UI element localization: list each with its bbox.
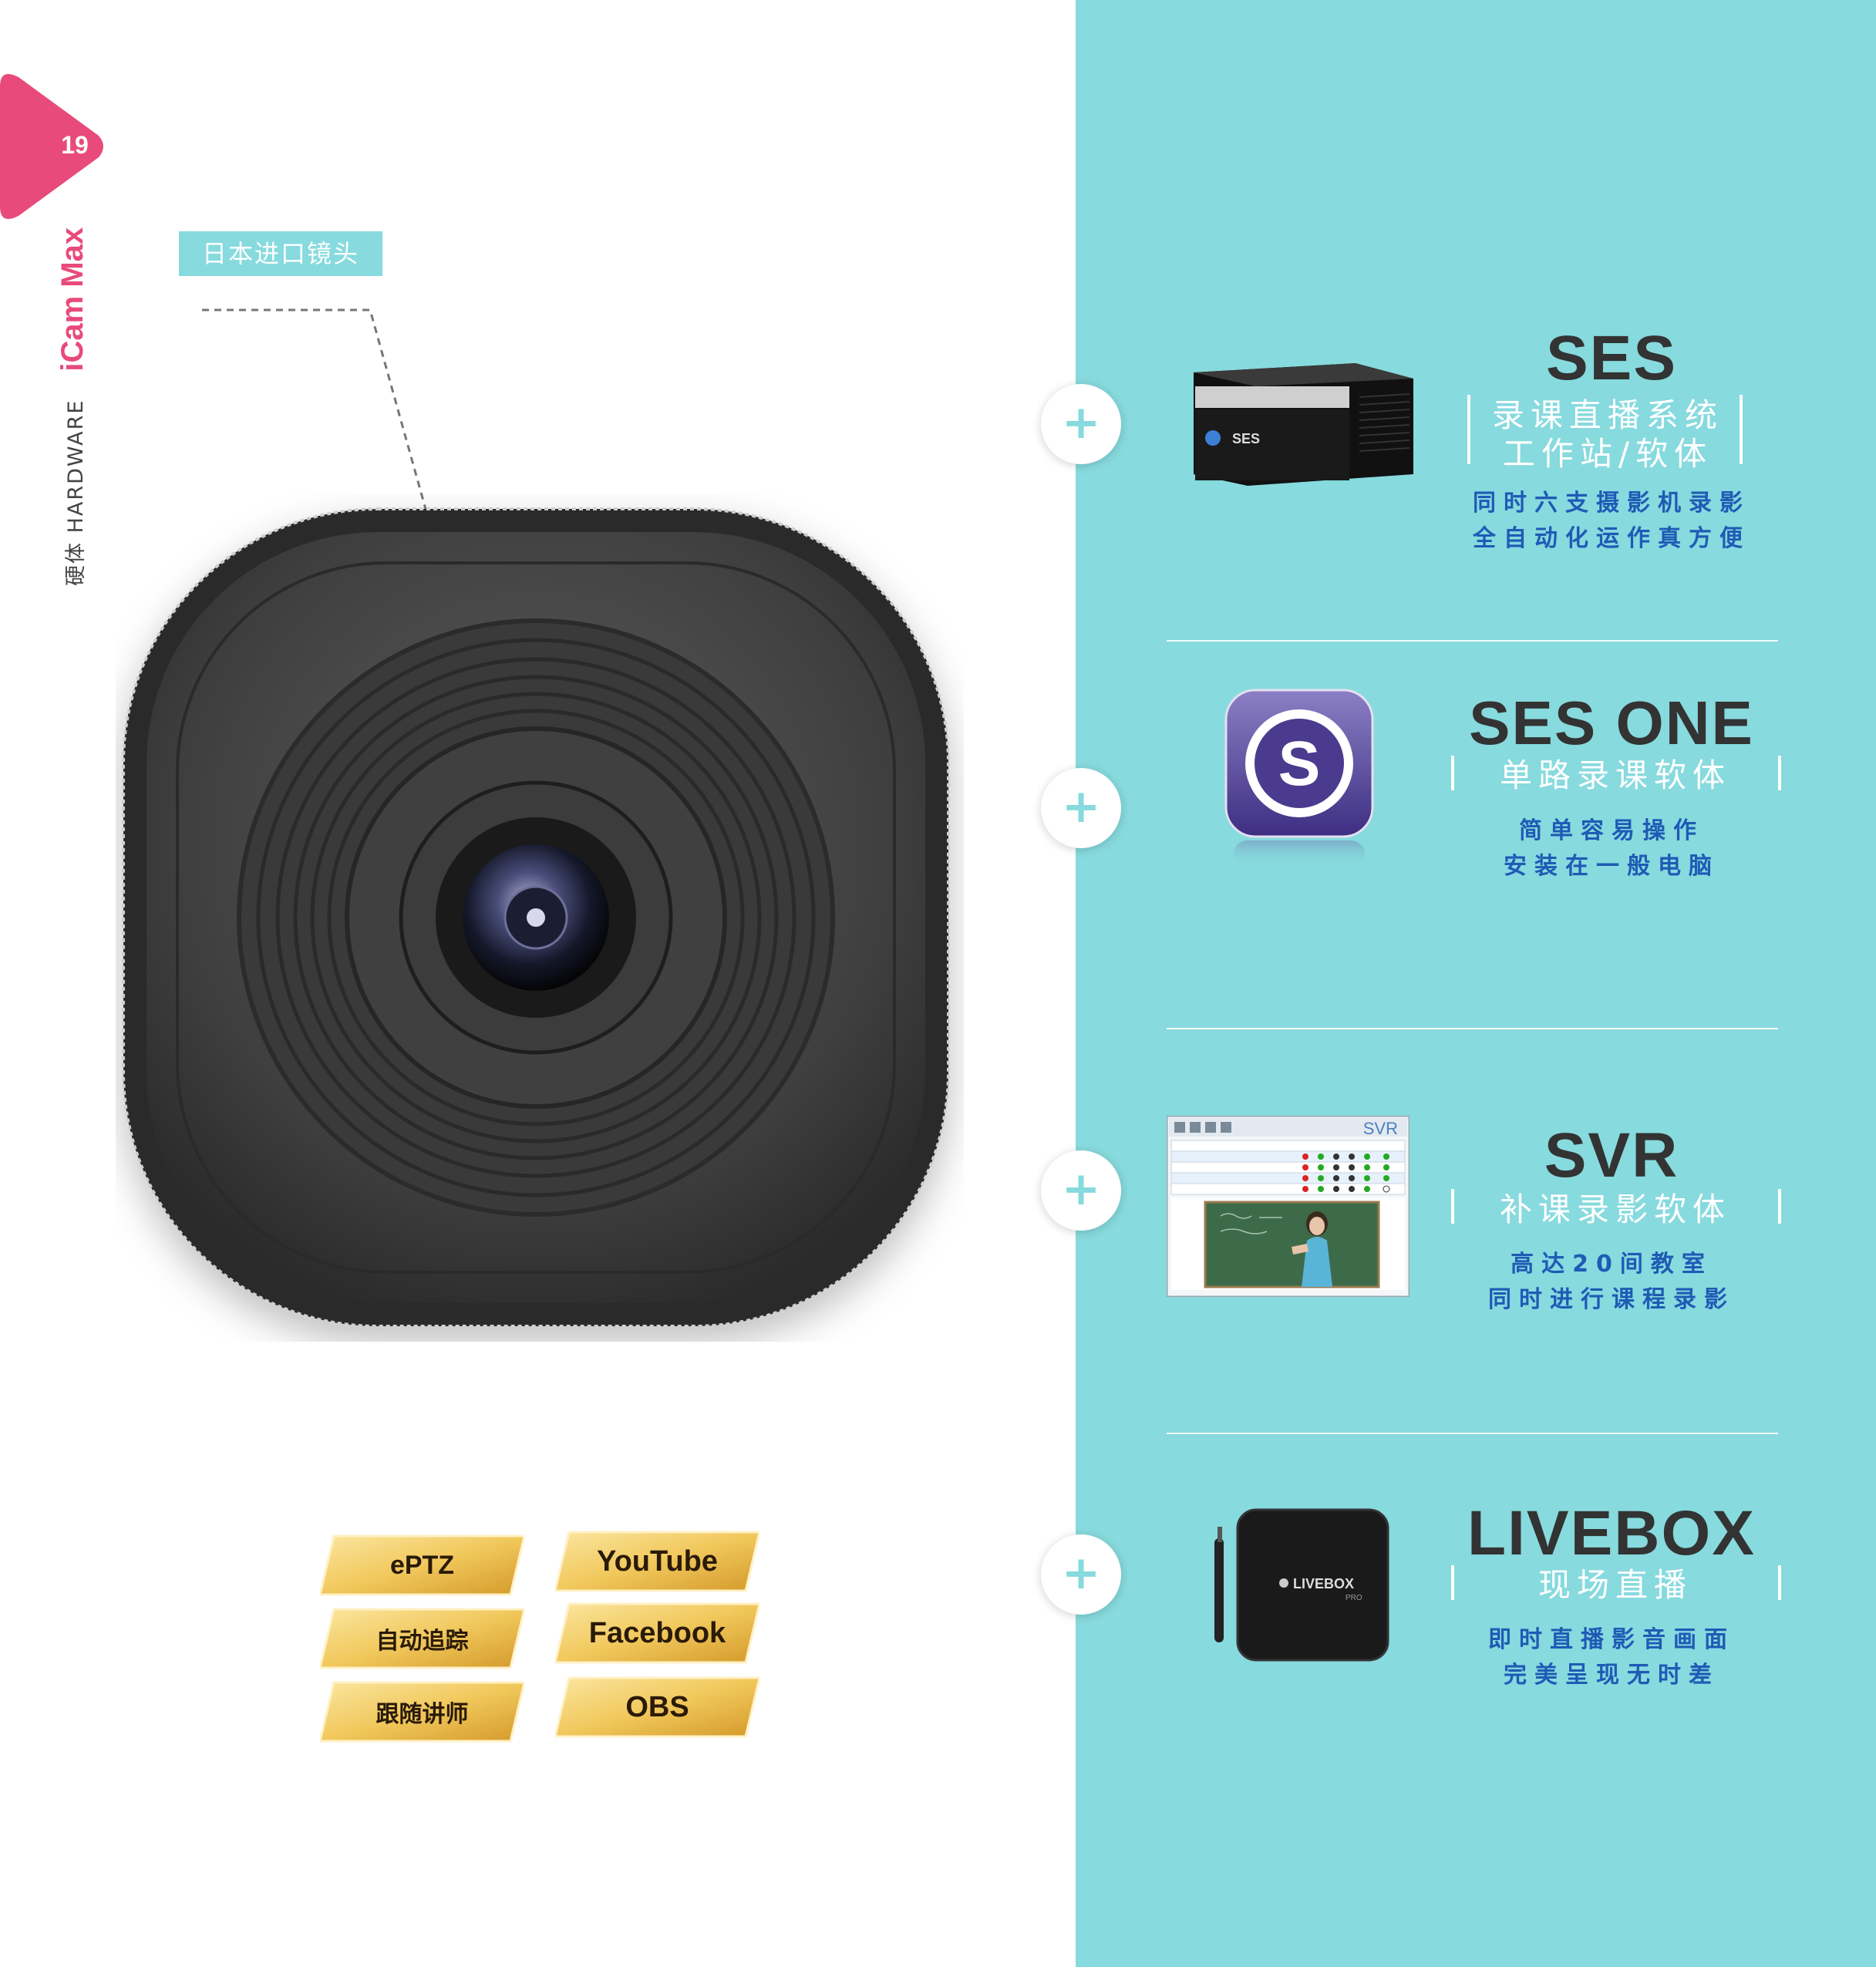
platform-badge: OBS [554, 1676, 761, 1738]
svr-software-screenshot: SVR [1167, 1116, 1410, 1297]
title-bar-left [1467, 395, 1470, 464]
product-desc-line: 同时六支摄影机录影 [1473, 490, 1750, 517]
product-title-ses-one: SES ONE [1469, 689, 1754, 757]
plus-icon: + [1041, 768, 1121, 848]
product-subtitle-line: 现场直播 [1538, 1566, 1692, 1604]
platform-badge: YouTube [554, 1531, 761, 1592]
product-desc-line: 完美呈现无时差 [1504, 1662, 1719, 1689]
plus-icon: + [1041, 1534, 1121, 1615]
feature-badge: 跟随讲师 [318, 1681, 526, 1743]
svr-window-logo: SVR [1363, 1119, 1398, 1138]
lens-callout-label: 日本进口镜头 [179, 231, 382, 276]
title-bar-left [1451, 756, 1454, 790]
product-desc-line: 安装在一般电脑 [1504, 853, 1719, 880]
product-subtitle-line: 单路录课软体 [1499, 756, 1731, 794]
livebox-device-image: LIVEBOX PRO [1214, 1508, 1389, 1662]
title-bar-right [1778, 1565, 1781, 1600]
camera-image [122, 507, 950, 1328]
section-divider [1167, 640, 1778, 642]
title-bar-right [1778, 756, 1781, 790]
product-title-ses: SES [1545, 323, 1678, 393]
ses-box-label: SES [1232, 431, 1260, 446]
product-title-livebox: LIVEBOX [1467, 1498, 1756, 1568]
product-desc-line: 即时直播影音画面 [1488, 1626, 1735, 1653]
title-bar-right [1740, 395, 1743, 464]
title-bar-right [1778, 1189, 1781, 1224]
product-subtitle-line: 工作站/软体 [1502, 435, 1713, 473]
ses-one-app-icon: S [1224, 689, 1374, 867]
title-bar-left [1451, 1565, 1454, 1600]
product-title-svr: SVR [1544, 1120, 1679, 1191]
livebox-device-model: PRO [1346, 1594, 1362, 1602]
product-desc-line: 同时进行课程录影 [1488, 1286, 1735, 1313]
plus-icon: + [1041, 384, 1121, 464]
right-panel [1076, 0, 1876, 1967]
page-number: 19 [61, 131, 89, 159]
platform-badge: Facebook [554, 1602, 761, 1664]
product-desc-line: 简单容易操作 [1519, 817, 1704, 844]
product-desc-line: 高达20间教室 [1511, 1251, 1713, 1278]
page-number-tab [0, 74, 103, 219]
product-subtitle-line: 录课直播系统 [1491, 396, 1723, 434]
section-divider [1167, 1433, 1778, 1434]
title-bar-left [1451, 1189, 1454, 1224]
ses-workstation-image: SES [1194, 363, 1413, 486]
product-desc-line: 全自动化运作真方便 [1473, 525, 1750, 552]
feature-badge: 自动追踪 [318, 1608, 526, 1669]
section-divider [1167, 1028, 1778, 1029]
feature-badge: ePTZ [318, 1534, 526, 1596]
ses-one-logo-letter: S [1278, 729, 1321, 799]
product-subtitle-line: 补课录影软体 [1499, 1191, 1731, 1228]
plus-icon: + [1041, 1150, 1121, 1231]
livebox-device-logo: LIVEBOX [1293, 1576, 1354, 1591]
